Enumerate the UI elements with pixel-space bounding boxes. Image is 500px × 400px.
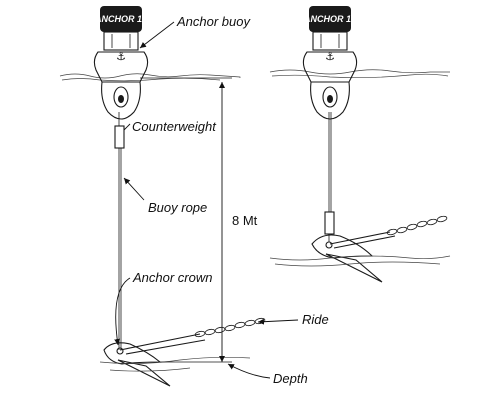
left-assembly: ANCHOR 10 ⚓	[59, 6, 266, 387]
label-ride: Ride	[257, 312, 329, 327]
right-chain	[386, 215, 448, 236]
left-seabed	[99, 356, 251, 372]
right-assembly: ANCHOR 10 ⚓	[269, 6, 451, 283]
svg-text:Anchor crown: Anchor crown	[132, 270, 212, 285]
label-anchor-buoy: Anchor buoy	[139, 14, 251, 49]
left-chain	[194, 317, 266, 338]
svg-text:Buoy rope: Buoy rope	[148, 200, 207, 215]
right-buoy: ANCHOR 10 ⚓	[302, 6, 358, 120]
right-anchor-icon: ⚓	[325, 50, 335, 63]
left-water-surface	[59, 73, 241, 82]
right-seabed	[269, 255, 451, 267]
svg-text:Anchor buoy: Anchor buoy	[176, 14, 251, 29]
right-water-surface	[269, 69, 450, 79]
left-buoy-eye	[113, 86, 129, 108]
right-buoy-brand: ANCHOR 10	[303, 14, 356, 24]
label-buoy-rope: Buoy rope	[123, 177, 207, 215]
right-anchor	[311, 231, 396, 283]
left-buoy-neck	[103, 31, 139, 51]
left-counterweight	[114, 125, 125, 149]
label-counterweight: Counterweight	[123, 119, 217, 134]
right-buoy-cap	[309, 6, 351, 32]
left-buoy-cap	[100, 6, 142, 32]
svg-text:Depth: Depth	[273, 371, 308, 386]
left-buoy: ANCHOR 10 ⚓	[93, 6, 149, 120]
svg-text:Ride: Ride	[302, 312, 329, 327]
svg-text:8 Mt: 8 Mt	[232, 213, 258, 228]
label-anchor-crown: Anchor crown	[114, 270, 212, 346]
svg-text:Counterweight: Counterweight	[132, 119, 217, 134]
label-depth: Depth	[227, 363, 308, 386]
left-anchor-icon: ⚓	[116, 50, 126, 63]
left-buoy-hull	[101, 81, 141, 120]
label-distance: 8 Mt	[232, 213, 258, 228]
right-counterweight	[324, 211, 335, 235]
left-buoy-brand: ANCHOR 10	[94, 14, 147, 24]
left-anchor	[103, 333, 206, 387]
